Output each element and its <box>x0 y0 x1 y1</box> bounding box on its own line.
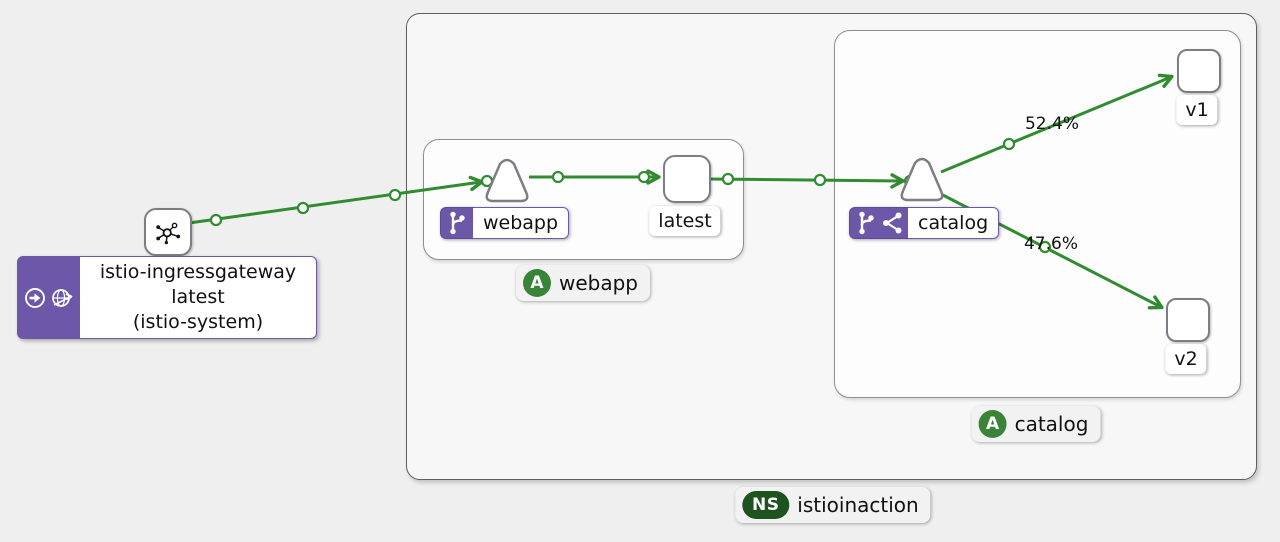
webapp-label-badges <box>440 207 473 239</box>
namespace-label-istioinaction[interactable]: NS istioinaction <box>735 487 931 523</box>
code-branch-icon <box>859 211 874 235</box>
app-group-label-catalog-text: catalog <box>1014 412 1089 436</box>
code-branch-icon <box>450 211 465 235</box>
edge-traffic-percentage-v1[interactable]: 52.4% <box>1024 114 1080 134</box>
workload-node-latest[interactable] <box>663 155 711 203</box>
workload-node-v2[interactable] <box>1166 298 1210 342</box>
globe-arrow-icon <box>51 288 72 307</box>
app-badge-icon: A <box>978 410 1007 438</box>
app-group-label-catalog[interactable]: A catalog <box>971 406 1101 442</box>
app-badge-icon: A <box>522 269 551 297</box>
service-label-catalog[interactable]: catalog <box>849 207 1000 239</box>
workload-label-v2[interactable]: v2 <box>1165 344 1207 374</box>
service-label-webapp-text: webapp <box>473 207 570 239</box>
app-group-label-webapp[interactable]: A webapp <box>515 265 651 301</box>
gateway-label-line2: latest <box>171 286 225 308</box>
service-label-catalog-text: catalog <box>908 207 1000 239</box>
workload-node-v1[interactable] <box>1177 49 1221 93</box>
gateway-label-line1: istio-ingressgateway <box>99 261 297 283</box>
share-alt-icon <box>883 212 902 234</box>
workload-label-v1[interactable]: v1 <box>1176 95 1218 125</box>
gateway-node-label[interactable]: istio-ingressgateway latest (istio-syste… <box>17 256 317 339</box>
edge-traffic-percentage-v2[interactable]: 47.6% <box>1023 234 1079 254</box>
gateway-label-line3: (istio-system) <box>132 311 264 333</box>
mesh-hub-icon <box>156 222 181 245</box>
gateway-label-badges <box>18 257 80 338</box>
app-group-label-webapp-text: webapp <box>558 271 639 295</box>
workload-label-latest[interactable]: latest <box>649 206 721 236</box>
catalog-label-badges <box>849 207 908 239</box>
workload-node-istio-ingressgateway[interactable] <box>144 208 192 256</box>
arrow-circle-right-icon <box>24 287 45 308</box>
namespace-badge-icon: NS <box>742 491 790 519</box>
namespace-label-text: istioinaction <box>797 493 919 517</box>
service-label-webapp[interactable]: webapp <box>440 207 570 239</box>
